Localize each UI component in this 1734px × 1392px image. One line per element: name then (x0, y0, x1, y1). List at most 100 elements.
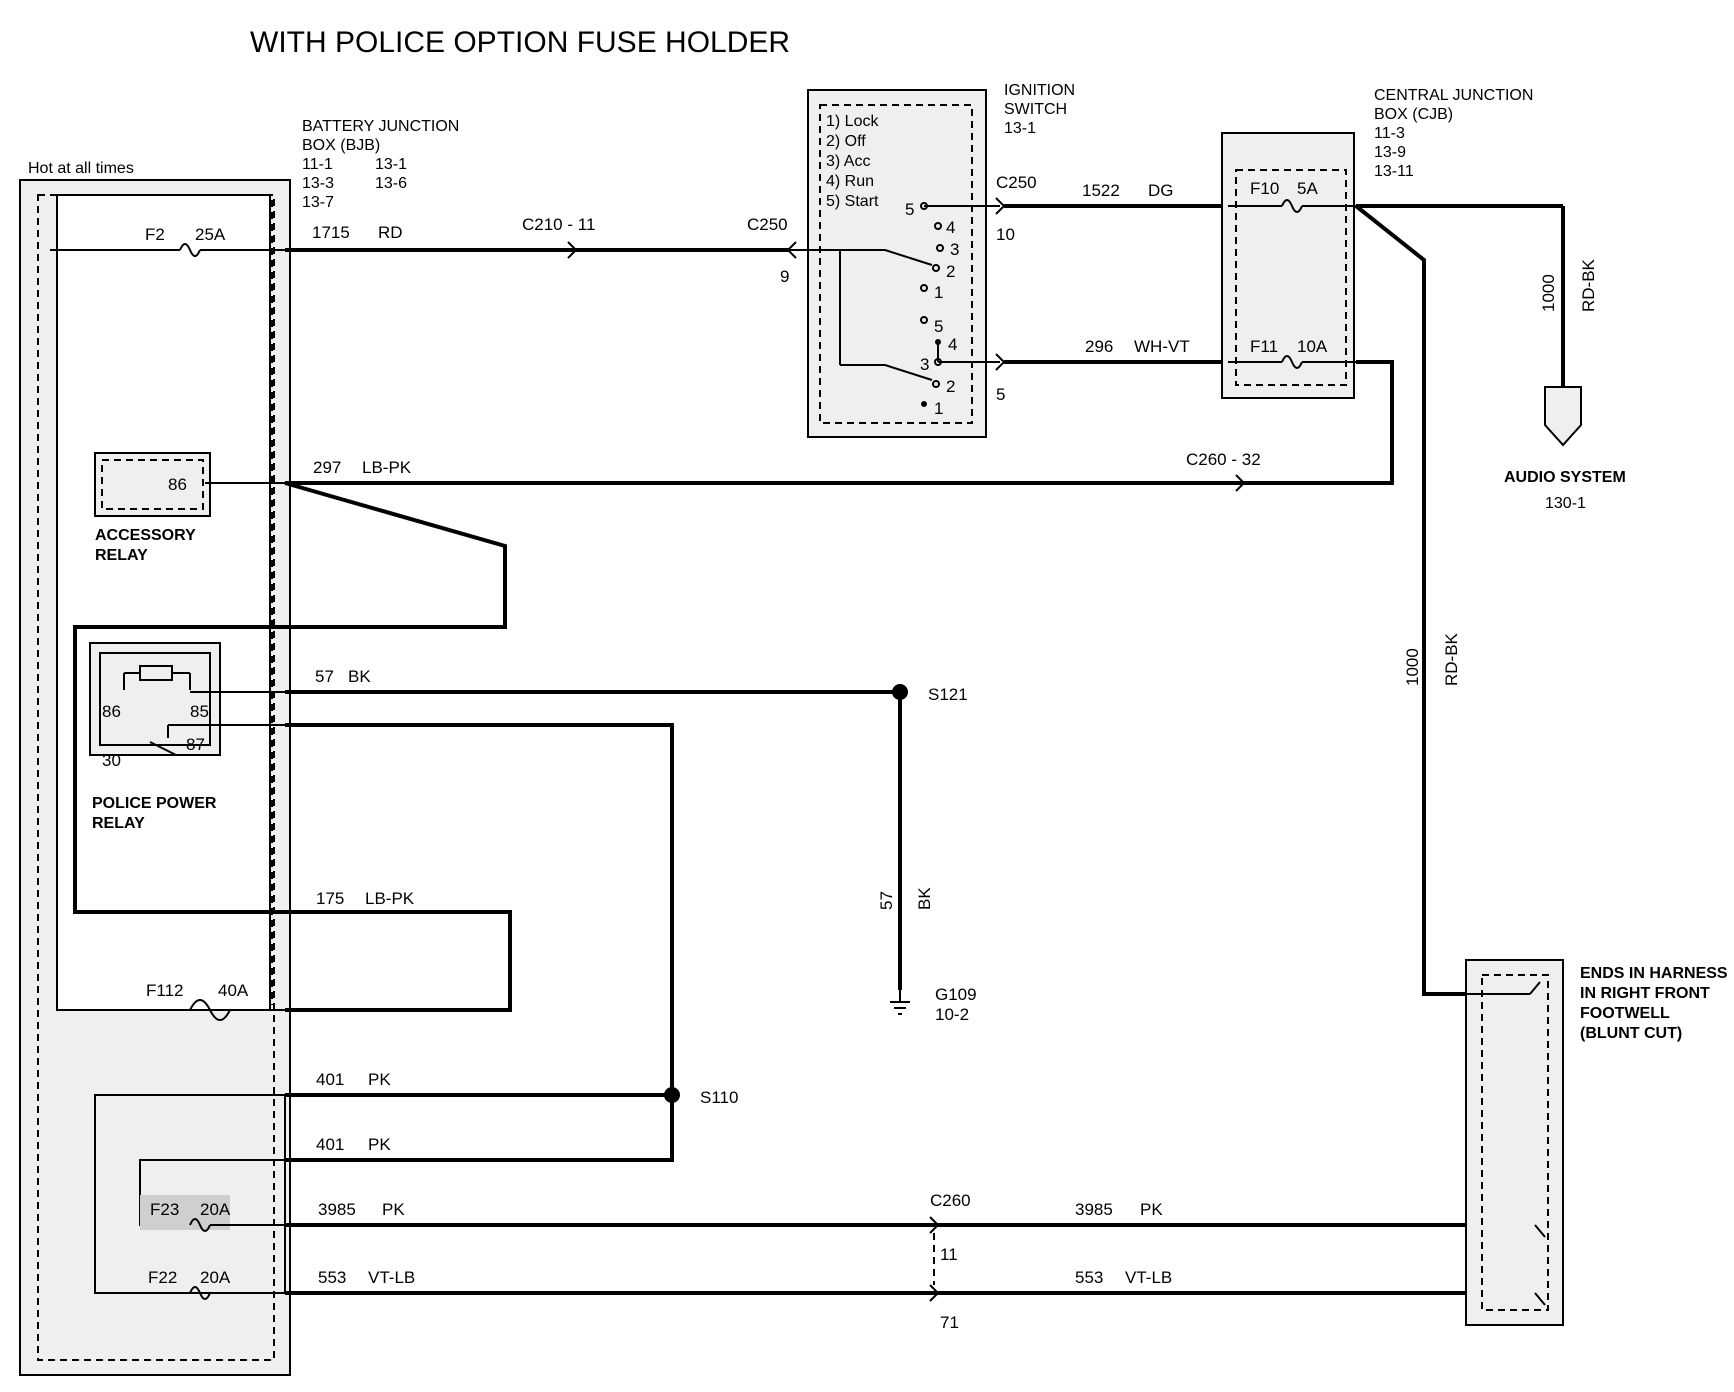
relay-pin-label: 85 (190, 702, 209, 721)
wire-circuit-label: 401 (316, 1135, 344, 1154)
bjb-ref: 13-3 (302, 175, 334, 192)
blunt-cut-icon (1529, 981, 1541, 995)
ground-g109-label: G109 (935, 985, 977, 1004)
fuse-f112-rating: 40A (218, 981, 249, 1000)
wire-color-label: VT-LB (1125, 1268, 1172, 1287)
fuse-f10-symbol (1281, 199, 1303, 213)
hot-at-all-times-label: Hot at all times (28, 160, 134, 177)
cjb-subtitle: BOX (CJB) (1374, 106, 1453, 123)
bjb-subtitle: BOX (BJB) (302, 137, 380, 154)
splice-s110-label: S110 (700, 1088, 738, 1107)
wire-color-label: WH-VT (1134, 337, 1190, 356)
police-power-relay-label: POLICE POWER (92, 795, 217, 812)
wire-color-label: PK (1140, 1200, 1163, 1219)
wire-circuit-label: 297 (313, 458, 341, 477)
wire-circuit-label: 1715 (312, 223, 350, 242)
switch-contact-number: 5 (934, 317, 943, 336)
diagram-title: WITH POLICE OPTION FUSE HOLDER (250, 26, 790, 59)
wire-circuit-label: 553 (1075, 1268, 1103, 1287)
wire-color-label: VT-LB (368, 1268, 415, 1287)
wire-color-label: DG (1148, 181, 1174, 200)
connector-c210-label: C210 - 11 (522, 215, 595, 234)
fuse-f22-label: F22 (148, 1268, 177, 1287)
ignition-position: 5) Start (826, 193, 879, 210)
wire-color-label: RD-BK (1579, 258, 1598, 312)
harness-end-label: IN RIGHT FRONT (1580, 985, 1710, 1002)
connector-pin-label: 11 (940, 1245, 958, 1264)
relay-pin-label: 86 (102, 702, 121, 721)
ignition-switch-ref: 13-1 (1004, 120, 1036, 137)
connector-pin-label: 10 (996, 225, 1015, 244)
fuse-f2-symbol (179, 243, 201, 257)
wire-color-label: BK (915, 887, 934, 910)
fuse-f23-label: F23 (150, 1200, 179, 1219)
blunt-cut-icon (1534, 1224, 1546, 1238)
switch-contact-number: 4 (946, 218, 955, 237)
wire-circuit-label: 401 (316, 1070, 344, 1089)
accessory-relay-label: ACCESSORY (95, 527, 196, 544)
audio-system-ref: 130-1 (1545, 495, 1586, 512)
connector-arrow (929, 1216, 940, 1234)
police-power-relay-label: RELAY (92, 815, 145, 832)
accessory-relay-label: RELAY (95, 547, 148, 564)
wire-circuit-label: 1000 (1403, 648, 1422, 686)
wire-175 (285, 910, 512, 1012)
switch-contact-number: 2 (946, 262, 955, 281)
wire-relay-to-s110 (285, 723, 674, 1162)
wire-color-label: BK (348, 667, 371, 686)
connector-pin-label: 9 (780, 267, 789, 286)
wire-circuit-label: 175 (316, 889, 344, 908)
cjb-box (1221, 132, 1355, 399)
connector-c260-label: C260 - 32 (1186, 450, 1261, 469)
audio-system-connector-icon (1544, 386, 1582, 447)
wire-297 (285, 360, 1394, 485)
fuse-f112-label: F112 (146, 981, 184, 1000)
cjb-ref: 11-3 (1374, 125, 1405, 142)
bjb-ref: 13-6 (375, 175, 407, 192)
wire-circuit-label: 1000 (1539, 274, 1558, 312)
bjb-inner-box (56, 194, 271, 1011)
harness-end-label: ENDS IN HARNESS (1580, 965, 1728, 982)
fuse-f22-symbol (189, 1286, 211, 1300)
wire-color-label: RD (378, 223, 403, 242)
wire-accessory-loop (73, 481, 507, 914)
wire-color-label: LB-PK (365, 889, 415, 908)
relay-pin-label: 86 (168, 475, 187, 494)
cjb-title: CENTRAL JUNCTION (1374, 87, 1533, 104)
harness-end-label: (BLUNT CUT) (1580, 1025, 1682, 1042)
wire-color-label: LB-PK (362, 458, 412, 477)
wire-color-label: RD-BK (1442, 632, 1461, 686)
ignition-position: 1) Lock (826, 113, 879, 130)
wire-color-label: PK (368, 1135, 391, 1154)
fuse-f23-symbol (189, 1218, 211, 1232)
connector-arrow (786, 241, 797, 259)
bjb-title: BATTERY JUNCTION (302, 118, 459, 135)
wire-circuit-label: 3985 (1075, 1200, 1113, 1219)
wire-circuit-label: 57 (877, 891, 896, 910)
splice-s121-label: S121 (928, 685, 968, 704)
ignition-position: 4) Run (826, 173, 874, 190)
wire-1000-footwell (1354, 204, 1466, 996)
relay-pin-label: 87 (186, 735, 205, 754)
switch-contact-number: 2 (946, 377, 955, 396)
wire-circuit-label: 296 (1085, 337, 1113, 356)
connector-arrow (1235, 474, 1246, 492)
accessory-relay-box (94, 452, 211, 517)
connector-pin-label: 5 (996, 385, 1005, 404)
switch-contact-number: 4 (948, 335, 957, 354)
switch-contact-number: 3 (920, 355, 929, 374)
switch-contact-number: 3 (950, 240, 959, 259)
splice-s110-dot (664, 1087, 680, 1103)
fuse-f22-rating: 20A (200, 1268, 231, 1287)
fuse-f112-symbol (189, 999, 231, 1021)
fuse-f23-rating: 20A (200, 1200, 231, 1219)
switch-blade-upper (884, 249, 933, 266)
switch-contact-number: 5 (905, 200, 914, 219)
wire-color-label: PK (368, 1070, 391, 1089)
switch-contact-number: 1 (934, 399, 943, 418)
fuse-f10-label: F10 (1250, 179, 1279, 198)
switch-contact-number: 1 (934, 283, 943, 302)
relay-switch-blade (149, 741, 177, 756)
ignition-switch-title: IGNITION (1004, 82, 1075, 99)
